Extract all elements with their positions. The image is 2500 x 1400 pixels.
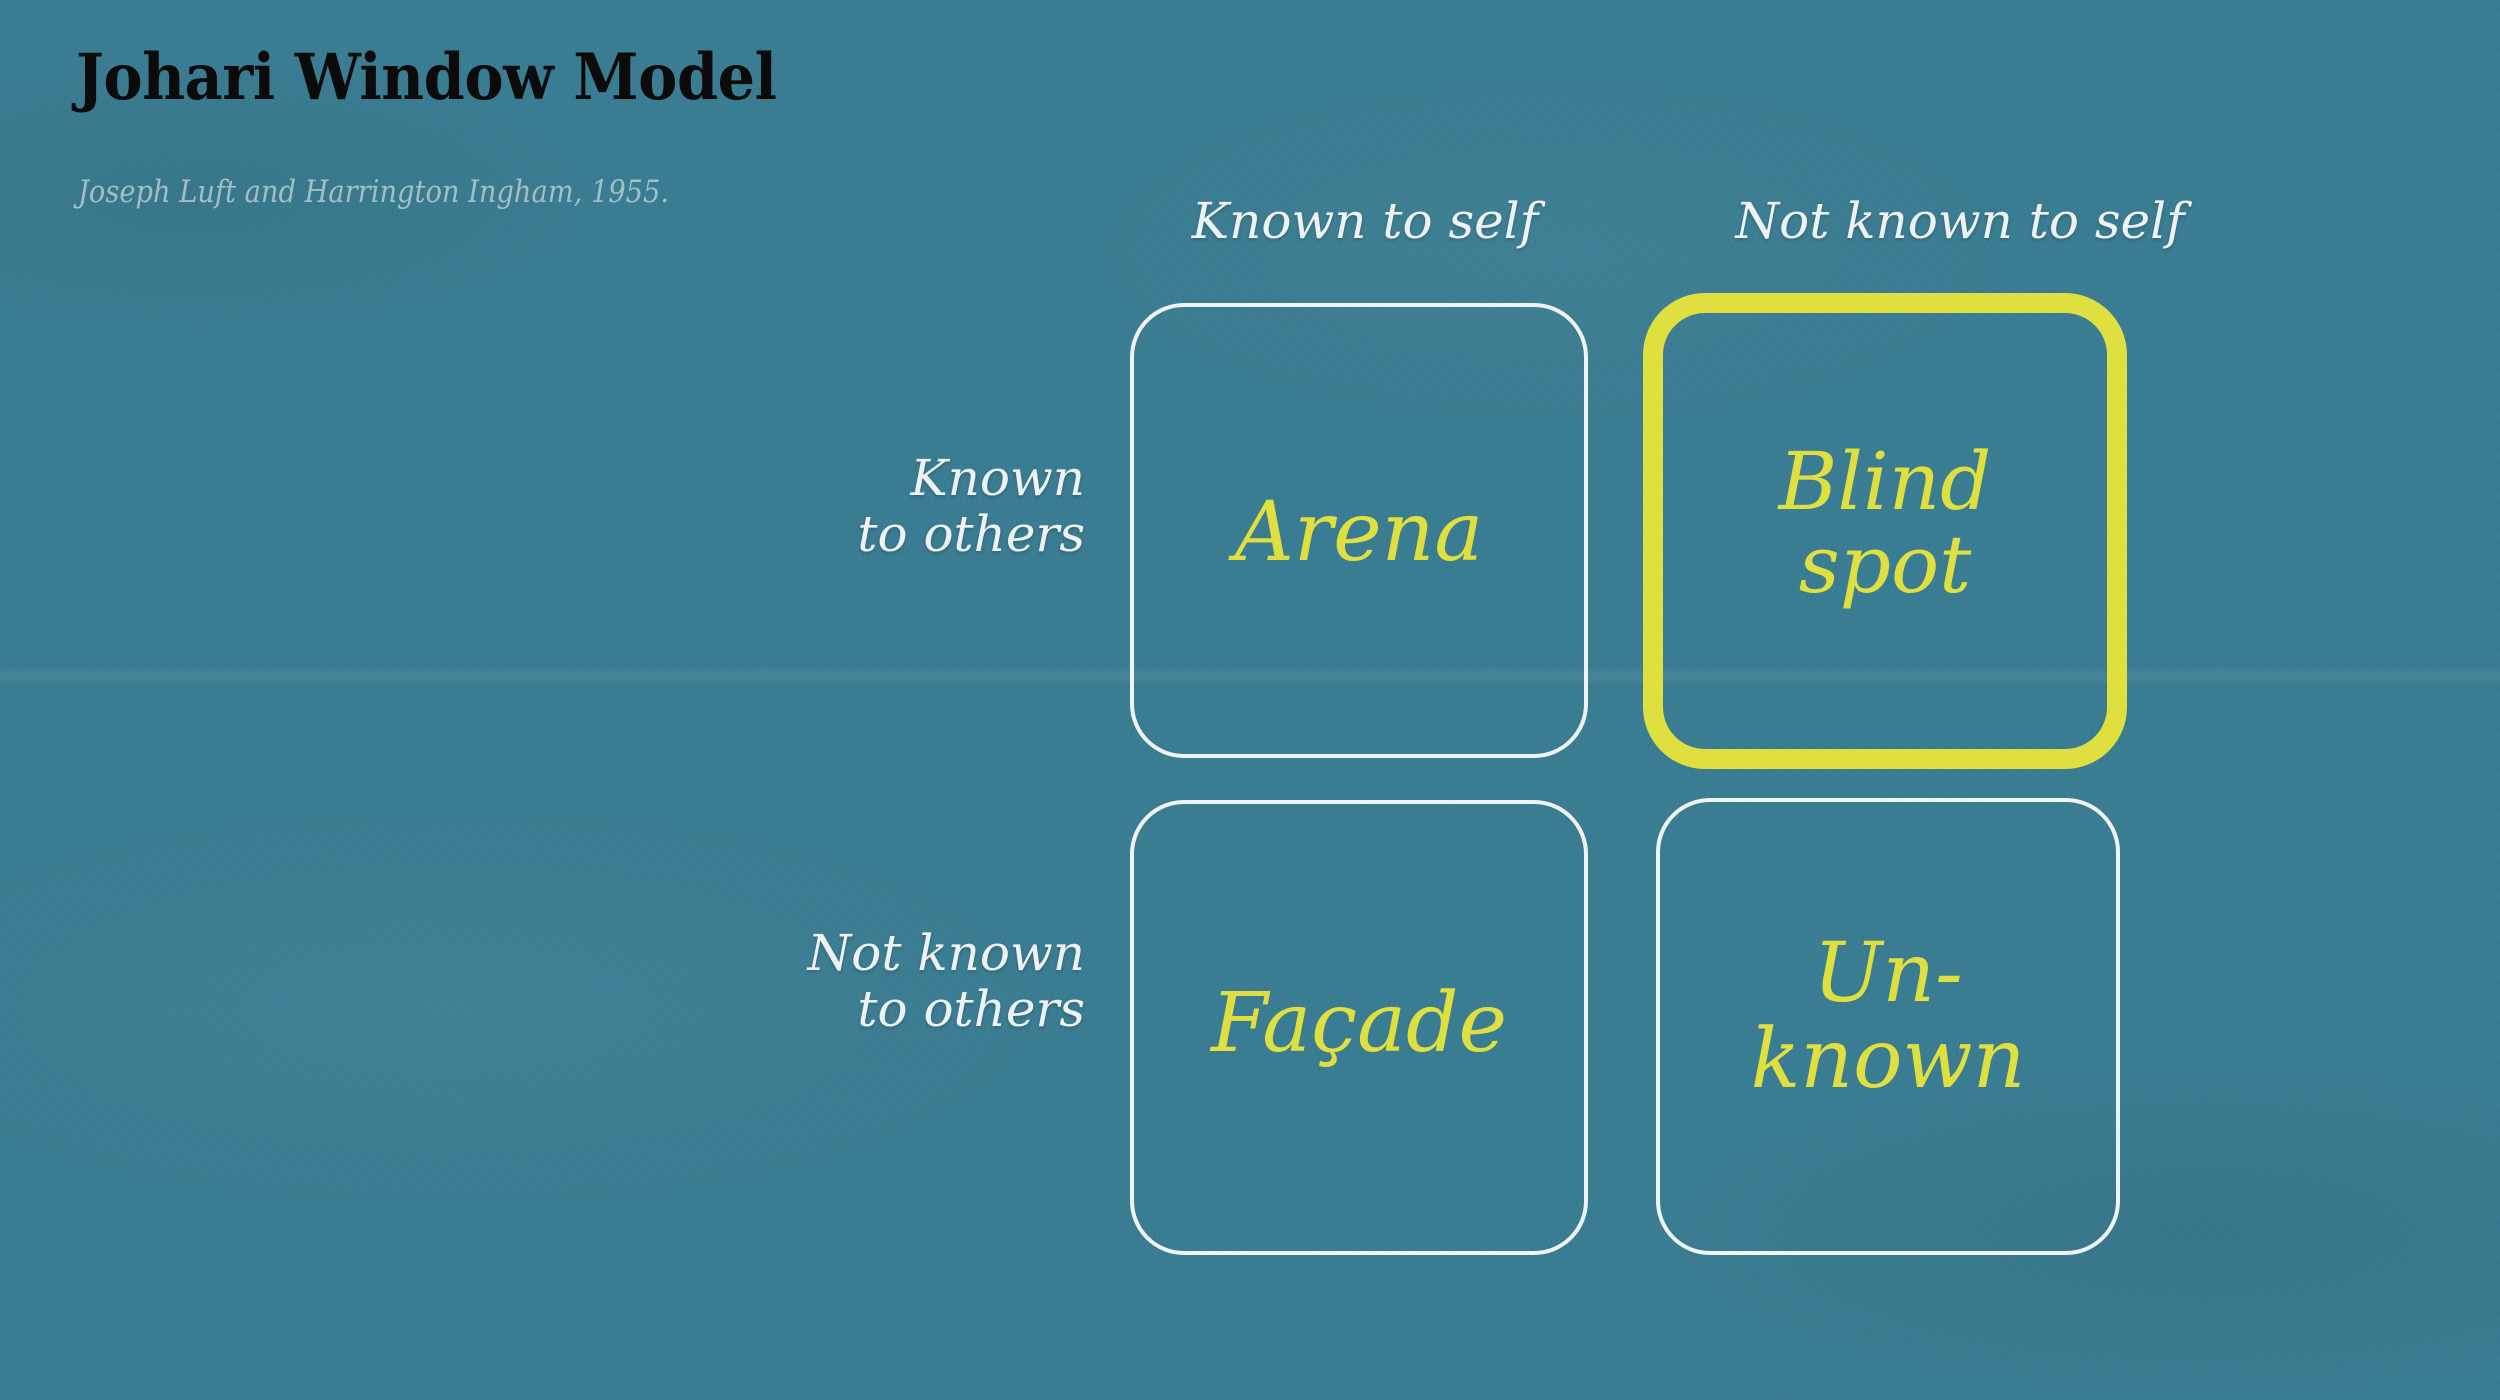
quadrant-unknown[interactable]: Un- known xyxy=(1656,798,2120,1255)
page-subtitle-attribution: Joseph Luft and Harrington Ingham, 1955. xyxy=(78,174,670,210)
column-header-known-to-self: Known to self xyxy=(1191,192,1539,250)
quadrant-blind-spot[interactable]: Blind spot xyxy=(1643,293,2127,769)
quadrant-facade-label: Façade xyxy=(1210,975,1508,1071)
row-header-known-to-others: Known to others xyxy=(857,449,1085,563)
row-header-not-known-to-others: Not known to others xyxy=(807,924,1085,1038)
column-header-not-known-to-self: Not known to self xyxy=(1735,192,2185,250)
quadrant-unknown-label: Un- known xyxy=(1750,926,2026,1107)
quadrant-facade[interactable]: Façade xyxy=(1130,800,1588,1255)
quadrant-blind-spot-label: Blind spot xyxy=(1778,434,1992,611)
quadrant-arena[interactable]: Arena xyxy=(1130,303,1588,758)
page-title: Johari Window Model xyxy=(76,40,777,115)
quadrant-arena-label: Arena xyxy=(1234,484,1484,580)
